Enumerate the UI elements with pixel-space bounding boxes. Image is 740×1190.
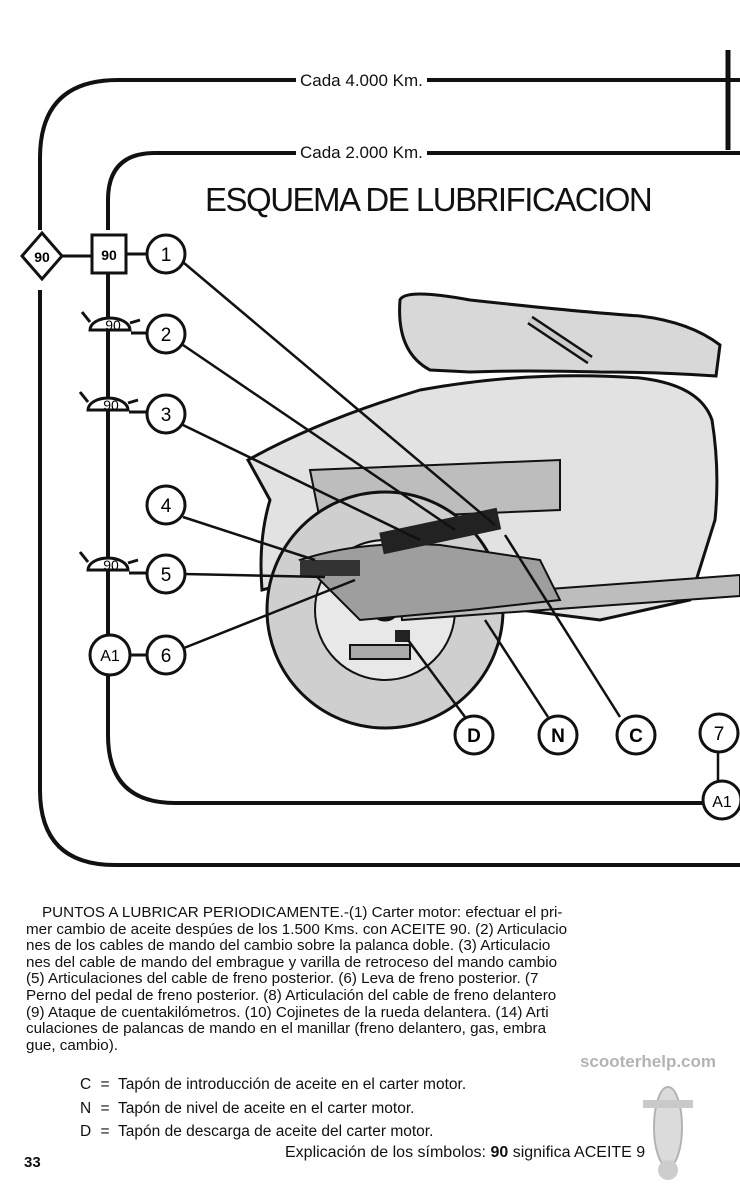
lubrication-points-paragraph: PUNTOS A LUBRICAR PERIODICAMENTE.-(1) Ca… (26, 905, 740, 1054)
callout-4-label: 4 (161, 496, 172, 517)
legend-item: D = Tapón de descarga de aceite del carte… (80, 1120, 740, 1144)
diagram-title: ESQUEMA DE LUBRIFICACION (205, 181, 653, 218)
symbols-bold: 90 (490, 1144, 509, 1161)
paragraph-line: culaciones de palancas de mando en el ma… (26, 1020, 547, 1038)
paragraph-line: gue, cambio). (26, 1036, 119, 1054)
legend-code: N (80, 1099, 92, 1117)
symbols-suffix: significa ACEITE 9 (512, 1144, 646, 1161)
oilcan-symbol-1: 90 (80, 311, 141, 333)
symbols-prefix: Explicación de los símbolos: (285, 1144, 486, 1161)
route-inner-line-lower (106, 272, 740, 805)
callout-3: 3 (145, 393, 187, 435)
oilcan-symbol-2: 90 (78, 391, 139, 413)
callout-c-label: C (629, 726, 643, 747)
paragraph-line: Perno del pedal de freno posterior. (8) … (26, 986, 557, 1004)
paragraph-line: nes de los cables de mando del cambio so… (26, 937, 551, 955)
paragraph-line: PUNTOS A LUBRICAR PERIODICAMENTE.-(1) Ca… (42, 905, 563, 921)
callout-3-label: 3 (161, 405, 172, 426)
symbols-explanation: Explicación de los símbolos: 90 signific… (285, 1144, 740, 1162)
oilcan-symbol-3: 90 (78, 551, 139, 573)
lubrication-diagram: 90 90 90 90 90 A1 (20, 50, 740, 867)
callout-4: 4 (145, 484, 187, 526)
legend-text: Tapón de descarga de aceite del carter m… (118, 1123, 434, 1140)
symbol-square-90: 90 (90, 233, 128, 275)
oilcan-label-1: 90 (105, 317, 121, 333)
callout-c: C (615, 714, 657, 756)
oilcan-label-2: 90 (103, 397, 119, 413)
callout-n: N (537, 714, 579, 756)
oilcan-label-3: 90 (103, 557, 119, 573)
a1-right-label: A1 (712, 794, 732, 811)
callout-1: 1 (145, 233, 187, 275)
legend-item: C = Tapón de introducción de aceite en el… (80, 1073, 740, 1097)
paragraph-line: (9) Ataque de cuentakilómetros. (10) Coj… (26, 1003, 549, 1021)
legend-equals: = (100, 1099, 110, 1117)
paragraph-line: mer cambio de aceite despúes de los 1.50… (26, 920, 568, 938)
square-label: 90 (101, 247, 117, 263)
callout-7: 7 (698, 712, 740, 754)
legend-item: N = Tapón de nivel de aceite en el carter… (80, 1097, 740, 1121)
symbol-a1-right: A1 (701, 779, 740, 821)
symbol-diamond-90: 90 (20, 230, 64, 282)
legend-code: D (80, 1123, 92, 1140)
paragraph-line: nes del cable de mando del embrague y va… (26, 953, 558, 971)
callout-5: 5 (145, 553, 187, 595)
route-outer-line-lower (38, 290, 740, 867)
symbol-a1-left: A1 (88, 633, 132, 677)
scooter-logo-icon (643, 1086, 693, 1180)
route-outer-label: Cada 4.000 Km. (296, 71, 427, 91)
callout-2: 2 (145, 313, 187, 355)
callout-n-label: N (551, 726, 565, 747)
callout-d: D (453, 714, 495, 756)
a1-left-label: A1 (100, 648, 120, 665)
route-inner-label: Cada 2.000 Km. (296, 143, 427, 163)
paragraph-line: (5) Articulaciones del cable de freno po… (26, 970, 539, 988)
watermark-text: scooterhelp.com (579, 1052, 717, 1071)
legend-equals: = (100, 1123, 110, 1140)
callout-1-label: 1 (161, 245, 172, 266)
leader-lines (182, 262, 720, 800)
callout-5-label: 5 (161, 565, 172, 586)
legend-text: Tapón de nivel de aceite en el carter mo… (118, 1099, 415, 1117)
callout-6-label: 6 (161, 646, 172, 667)
page-number: 33 (24, 1154, 41, 1171)
watermark: scooterhelp.com (580, 1052, 733, 1190)
callout-2-label: 2 (161, 325, 172, 346)
route-outer-line (38, 78, 740, 230)
route-inner-line (106, 151, 740, 230)
plug-legend: C = Tapón de introducción de aceite en el… (80, 1073, 740, 1144)
diamond-label: 90 (34, 249, 50, 265)
legend-equals: = (100, 1076, 110, 1093)
callout-7-label: 7 (714, 724, 725, 745)
callout-6: 6 (145, 634, 187, 676)
legend-code: C (80, 1076, 92, 1093)
legend-text: Tapón de introducción de aceite en el ca… (118, 1076, 467, 1093)
scooter-illustration (245, 292, 740, 730)
callout-d-label: D (467, 726, 481, 747)
